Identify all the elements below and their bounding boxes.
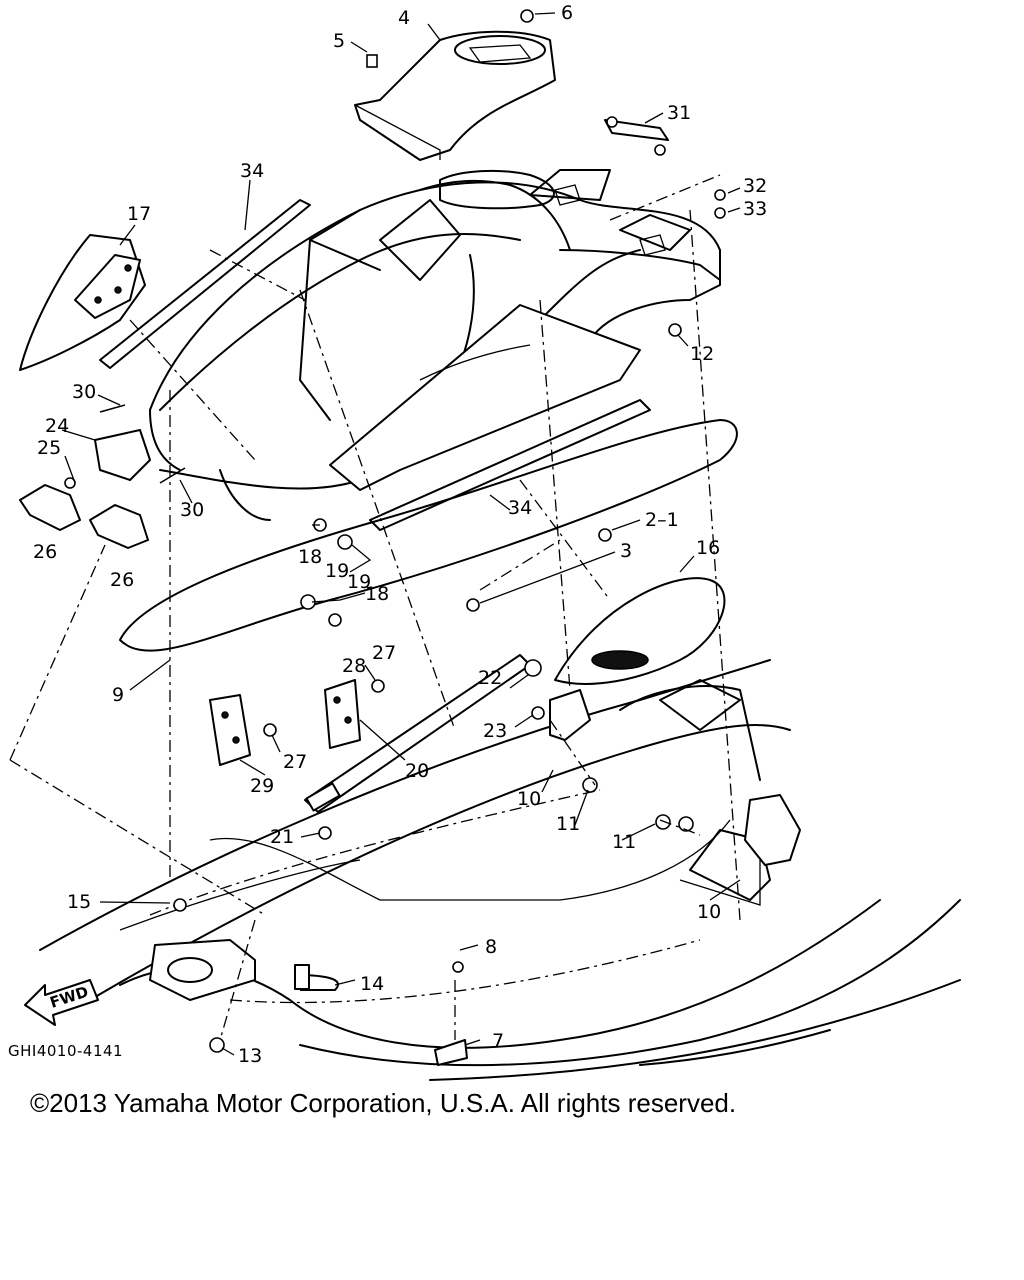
callout-labels: 4 6 5 31 32 33 34 17 12 30 24 25 30 34 2… bbox=[8, 2, 767, 1067]
drawing-code: GHI4010-4141 bbox=[8, 1042, 123, 1060]
drain-cover bbox=[149, 939, 256, 1001]
fwd-arrow: FWD bbox=[24, 979, 99, 1026]
pad-24 bbox=[94, 429, 151, 481]
callout-28: 28 bbox=[342, 655, 366, 677]
callout-25: 25 bbox=[37, 437, 61, 459]
callout-20: 20 bbox=[405, 760, 429, 782]
callout-9: 9 bbox=[112, 684, 124, 706]
callout-19-top: 19 bbox=[325, 560, 349, 582]
callout-2-1: 2–1 bbox=[645, 509, 679, 531]
callout-22: 22 bbox=[478, 667, 502, 689]
hinge-26 bbox=[19, 484, 149, 549]
callout-21: 21 bbox=[270, 826, 294, 848]
assembly-lines bbox=[9, 174, 741, 1041]
callout-10-upper: 10 bbox=[517, 788, 541, 810]
top-deck bbox=[149, 169, 721, 521]
callout-5: 5 bbox=[333, 30, 345, 52]
callout-10-lower: 10 bbox=[697, 901, 721, 923]
steering-bracket bbox=[604, 116, 669, 156]
callout-3: 3 bbox=[620, 540, 632, 562]
bracket-28 bbox=[324, 679, 361, 749]
bumper-9 bbox=[119, 419, 738, 652]
callout-18-top: 18 bbox=[298, 546, 322, 568]
callout-27-top: 27 bbox=[372, 642, 396, 664]
callout-13: 13 bbox=[238, 1045, 262, 1067]
callout-30-bottom: 30 bbox=[180, 499, 204, 521]
hook-14 bbox=[294, 964, 340, 991]
callout-11-lower: 11 bbox=[612, 831, 636, 853]
hardware bbox=[64, 9, 726, 1066]
callout-33: 33 bbox=[743, 198, 767, 220]
leader-lines bbox=[61, 12, 741, 1056]
callout-31: 31 bbox=[667, 102, 691, 124]
callout-11-upper: 11 bbox=[556, 813, 580, 835]
steering-cover bbox=[354, 30, 556, 161]
callout-29: 29 bbox=[250, 775, 274, 797]
copyright-notice: ©2013 Yamaha Motor Corporation, U.S.A. A… bbox=[30, 1088, 737, 1118]
cover-16 bbox=[554, 577, 726, 685]
exploded-parts-diagram: FWD bbox=[8, 2, 961, 1081]
callout-16: 16 bbox=[696, 537, 720, 559]
callout-23: 23 bbox=[483, 720, 507, 742]
callout-4: 4 bbox=[398, 7, 410, 29]
callout-32: 32 bbox=[743, 175, 767, 197]
callout-7: 7 bbox=[492, 1030, 504, 1052]
rail-strip bbox=[99, 199, 651, 531]
callout-15: 15 bbox=[67, 891, 91, 913]
callout-34-top: 34 bbox=[240, 160, 264, 182]
panel-1 bbox=[329, 304, 641, 491]
latch-10 bbox=[549, 689, 801, 866]
callout-24: 24 bbox=[45, 415, 69, 437]
callout-8: 8 bbox=[485, 936, 497, 958]
callout-6: 6 bbox=[561, 2, 573, 24]
callout-27-bottom: 27 bbox=[283, 751, 307, 773]
callout-14: 14 bbox=[360, 973, 384, 995]
callout-19-bottom: 19 bbox=[347, 571, 371, 593]
callout-18-bottom: 18 bbox=[365, 583, 389, 605]
bracket-29 bbox=[209, 694, 251, 766]
callout-34-bottom: 34 bbox=[508, 497, 532, 519]
callout-26-right: 26 bbox=[110, 569, 134, 591]
callout-30-top: 30 bbox=[72, 381, 96, 403]
callout-17: 17 bbox=[127, 203, 151, 225]
callout-12: 12 bbox=[690, 343, 714, 365]
callout-26-left: 26 bbox=[33, 541, 57, 563]
side-cover-17 bbox=[19, 234, 146, 371]
